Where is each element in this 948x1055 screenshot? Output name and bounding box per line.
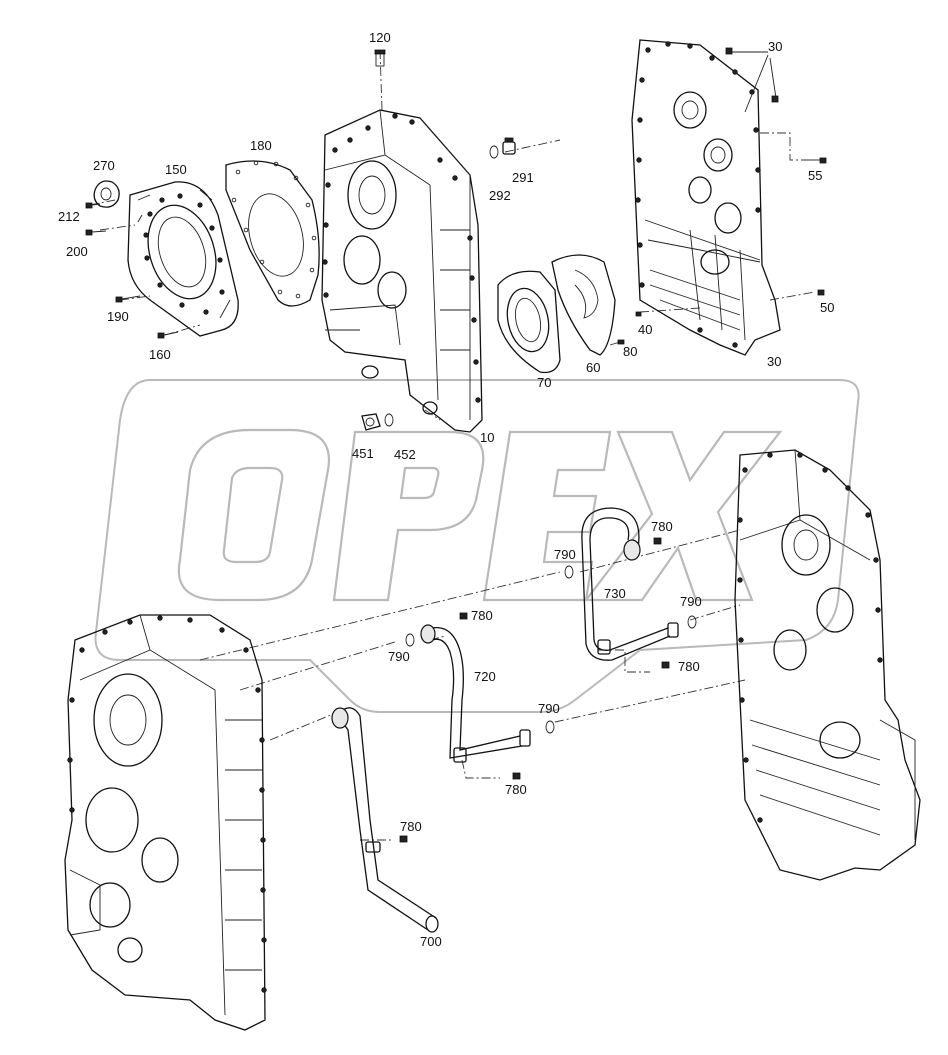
part-292-seal-ring [489, 145, 499, 159]
callout-70: 70 [537, 375, 551, 390]
callout-780-c: 780 [678, 659, 700, 674]
pipe-730 [581, 507, 679, 661]
part-451-plug [361, 413, 381, 431]
bolt-780-c [661, 661, 670, 669]
part-30-rear-cover [631, 39, 781, 356]
part-50-bolt [817, 289, 825, 296]
callout-160: 160 [149, 347, 171, 362]
callout-780-a: 780 [651, 519, 673, 534]
callout-60: 60 [586, 360, 600, 375]
part-200-bolt [85, 229, 107, 236]
callout-190: 190 [107, 309, 129, 324]
part-55-bolt [808, 157, 827, 164]
part-40-pin [635, 311, 642, 317]
callout-80: 80 [623, 344, 637, 359]
part-270-flange [93, 180, 120, 208]
callout-790-b: 790 [680, 594, 702, 609]
watermark-logo [94, 379, 860, 713]
callout-212: 212 [58, 209, 80, 224]
part-70-cover-plate [497, 270, 561, 374]
callout-720: 720 [474, 669, 496, 684]
pipe-720 [420, 624, 531, 763]
bolt-780-d [512, 772, 521, 780]
oring-790-a [564, 565, 574, 579]
callout-10: 10 [480, 430, 494, 445]
oring-790-d [545, 720, 555, 734]
part-120-bolt [374, 49, 386, 67]
part-212-bolt [85, 202, 101, 209]
callout-292: 292 [489, 188, 511, 203]
part-160-bolt [157, 331, 179, 339]
callout-790-a: 790 [554, 547, 576, 562]
callout-labels: 120 30 270 150 180 291 292 55 212 200 19… [58, 30, 834, 949]
part-180-gasket [225, 160, 320, 307]
bolt-780-e [399, 835, 408, 843]
oring-790-b [687, 615, 697, 629]
part-60-baffle [551, 254, 616, 356]
pipe-700 [331, 707, 439, 933]
part-10-main-housing [321, 109, 483, 433]
part-452-seal-ring [384, 413, 394, 427]
part-80-bolt [617, 339, 625, 345]
callout-30-bottom: 30 [767, 354, 781, 369]
bolt-780-a [653, 537, 662, 545]
lower-left-housing [64, 614, 267, 1031]
callout-780-b: 780 [471, 608, 493, 623]
callout-180: 180 [250, 138, 272, 153]
callout-780-e: 780 [400, 819, 422, 834]
callout-452: 452 [394, 447, 416, 462]
callout-790-c: 790 [388, 649, 410, 664]
bolt-780-b [459, 612, 468, 620]
callout-270: 270 [93, 158, 115, 173]
callout-730: 730 [604, 586, 626, 601]
callout-451: 451 [352, 446, 374, 461]
callout-40: 40 [638, 322, 652, 337]
callout-120: 120 [369, 30, 391, 45]
callout-150: 150 [165, 162, 187, 177]
part-190-bolt [115, 295, 141, 303]
callout-700: 700 [420, 934, 442, 949]
callout-55: 55 [808, 168, 822, 183]
oring-790-c [405, 633, 415, 647]
callout-790-d: 790 [538, 701, 560, 716]
part-291-plug [502, 137, 516, 155]
alignment-lines [89, 49, 816, 841]
callout-30-top: 30 [768, 39, 782, 54]
callout-50: 50 [820, 300, 834, 315]
callout-291: 291 [512, 170, 534, 185]
callout-780-d: 780 [505, 782, 527, 797]
callout-200: 200 [66, 244, 88, 259]
part-150-front-housing [127, 181, 239, 337]
lower-right-housing [734, 449, 921, 881]
